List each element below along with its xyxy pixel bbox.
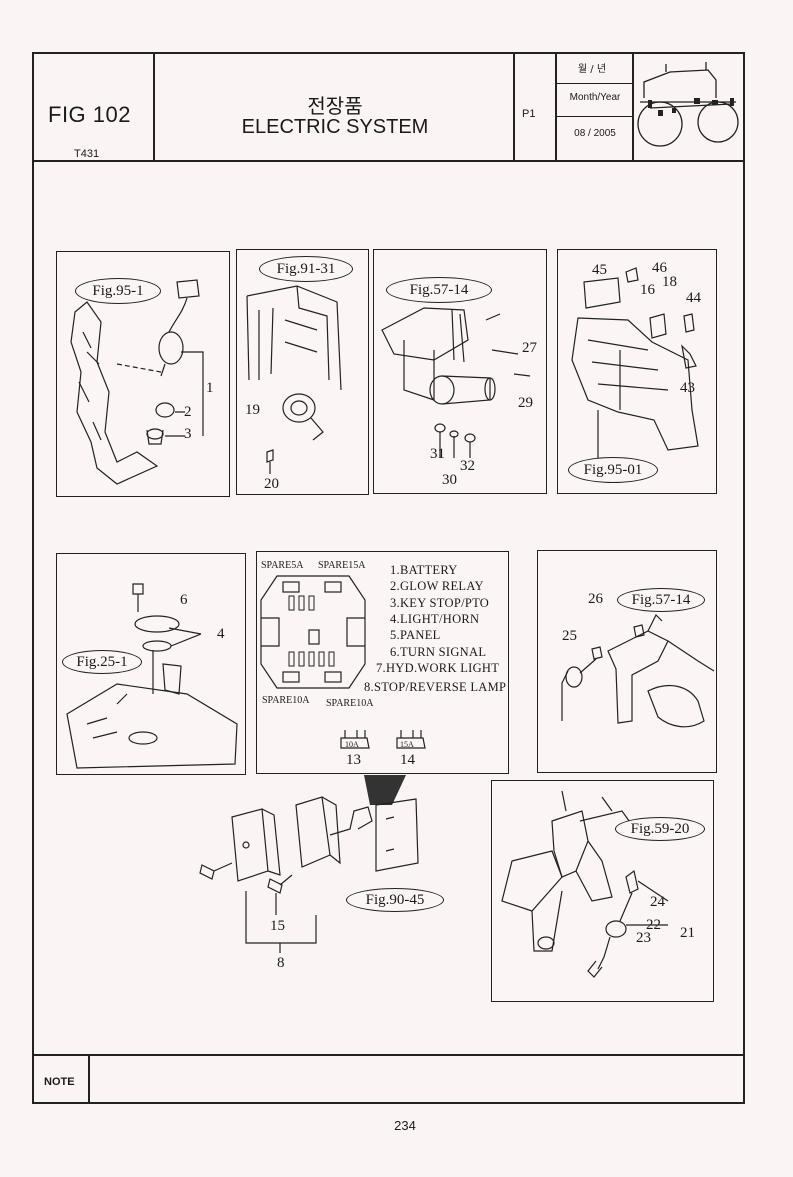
callout-27: 27	[522, 340, 537, 356]
spare-5a-label: SPARE5A	[261, 560, 304, 571]
page-title: ELECTRIC SYSTEM	[241, 116, 429, 138]
callout-21: 21	[680, 925, 695, 941]
callout-30: 30	[442, 472, 457, 488]
relay-bracket-drawing	[571, 267, 699, 465]
header-rule	[557, 83, 632, 84]
month-year-label: Month/Year	[569, 92, 621, 103]
header-divider	[32, 160, 745, 162]
legend-item: 4.LIGHT/HORN	[390, 612, 480, 626]
page-frame	[32, 52, 745, 1104]
callout-19: 19	[245, 402, 260, 418]
callout-23: 23	[636, 930, 651, 946]
fig-ref-90-45: Fig.90-45	[346, 888, 444, 912]
callout-6: 6	[180, 592, 188, 608]
fig-ref-95-01: Fig.95-01	[568, 457, 658, 483]
header-rule	[513, 52, 515, 162]
fuse-holder-drawing	[199, 775, 419, 953]
legend-item: 3.KEY STOP/PTO	[390, 596, 490, 610]
header-rule	[632, 52, 634, 162]
fig-ref-59-20: Fig.59-20	[615, 817, 705, 841]
callout-1: 1	[206, 380, 214, 396]
callout-31: 31	[430, 446, 445, 462]
header-rule	[153, 52, 155, 162]
header-rule	[555, 52, 557, 162]
callout-22: 22	[646, 917, 661, 933]
panel-horn	[236, 249, 369, 495]
callout-3: 3	[184, 426, 192, 442]
panel-work-light-bracket	[537, 550, 717, 773]
spare-10a-label-2: SPARE10A	[326, 698, 374, 709]
starter-switch-drawing	[70, 279, 204, 485]
callout-2: 2	[184, 404, 192, 420]
spare-10a-label: SPARE10A	[262, 695, 310, 706]
fig-ref-25-1: Fig.25-1	[62, 650, 142, 674]
fuse-b-label: 15A	[400, 740, 414, 749]
lamp-bracket-drawing	[381, 307, 531, 458]
fuse-box-drawing: 10A 15A	[260, 575, 426, 749]
safety-switch-drawing	[501, 790, 669, 978]
header-rule	[557, 116, 632, 117]
callout-18: 18	[662, 274, 677, 290]
tractor-thumbnail-icon	[637, 62, 739, 147]
callout-14: 14	[400, 752, 415, 768]
callout-46: 46	[652, 260, 667, 276]
legend-item: 7.HYD.WORK LIGHT	[376, 661, 500, 675]
fig-ref-57-14-right: Fig.57-14	[617, 588, 705, 612]
page-number: 234	[394, 1118, 416, 1133]
figure-number: FIG 102	[48, 102, 131, 127]
callout-8: 8	[277, 955, 285, 971]
fig-ref-95-1: Fig.95-1	[75, 278, 161, 304]
revision-date: 08 / 2005	[574, 128, 616, 139]
footer-divider	[32, 1054, 745, 1056]
legend-item: 8.STOP/REVERSE LAMP	[364, 680, 507, 694]
fuel-sender-drawing	[66, 583, 238, 769]
legend-item: 5.PANEL	[390, 628, 441, 642]
callout-25: 25	[562, 628, 577, 644]
callout-15: 15	[270, 918, 285, 934]
panel-fuse-box	[256, 551, 509, 774]
callout-43: 43	[680, 380, 695, 396]
callout-arrow-icon	[364, 775, 406, 805]
callout-13: 13	[346, 752, 361, 768]
legend-item: 2.GLOW RELAY	[390, 579, 484, 593]
legend-item: 6.TURN SIGNAL	[390, 645, 487, 659]
fig-ref-57-14: Fig.57-14	[386, 277, 492, 303]
callout-20: 20	[264, 476, 279, 492]
panel-relay-bracket	[557, 249, 717, 494]
month-year-korean-label: 월 / 년	[577, 64, 607, 75]
work-light-bracket-drawing	[561, 613, 715, 728]
callout-16: 16	[640, 282, 655, 298]
callout-4: 4	[217, 626, 225, 642]
horn-drawing	[246, 285, 342, 474]
fuse-a-label: 10A	[345, 740, 359, 749]
callout-45: 45	[592, 262, 607, 278]
spare-15a-label: SPARE15A	[318, 560, 366, 571]
fig-ref-91-31: Fig.91-31	[259, 256, 353, 282]
model-code: T431	[74, 148, 100, 160]
legend-item: 1.BATTERY	[390, 563, 458, 577]
callout-24: 24	[650, 894, 665, 910]
title-korean: 전장품	[307, 94, 363, 118]
callout-32: 32	[460, 458, 475, 474]
note-label: NOTE	[44, 1076, 75, 1088]
footer-rule	[88, 1054, 90, 1104]
callout-44: 44	[686, 290, 701, 306]
callout-26: 26	[588, 591, 603, 607]
callout-29: 29	[518, 395, 533, 411]
page-code: P1	[522, 108, 536, 120]
